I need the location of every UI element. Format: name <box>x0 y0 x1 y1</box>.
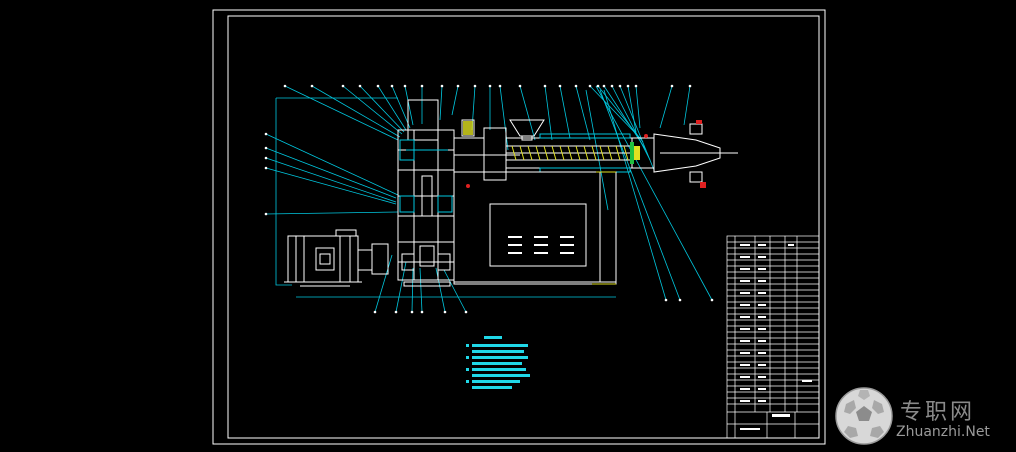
parts-list-entries <box>740 244 812 430</box>
electric-motor <box>284 229 389 287</box>
die-head <box>631 123 738 183</box>
site-watermark: 专职网 Zhuanzhi.Net <box>834 386 1014 450</box>
watermark-name-cn: 专职网 <box>900 400 976 425</box>
parts-list-table <box>726 235 820 439</box>
balloon-markers <box>264 84 714 314</box>
feed-hopper <box>509 119 545 141</box>
technical-notes <box>466 336 530 389</box>
leader-lines <box>265 85 713 313</box>
machine-base <box>453 171 617 285</box>
drawing-frame <box>212 9 826 445</box>
extruder-screw-flights <box>511 145 629 161</box>
base-vent-slots <box>508 236 574 254</box>
gearbox-detail <box>399 139 453 213</box>
base-hatch <box>592 171 616 285</box>
watermark-name-en: Zhuanzhi.Net <box>896 424 990 440</box>
gearbox-housing <box>397 99 455 287</box>
bearing-block-accent <box>463 121 473 188</box>
soccer-ball-logo-icon <box>835 387 893 445</box>
die-head-accents <box>630 120 706 188</box>
